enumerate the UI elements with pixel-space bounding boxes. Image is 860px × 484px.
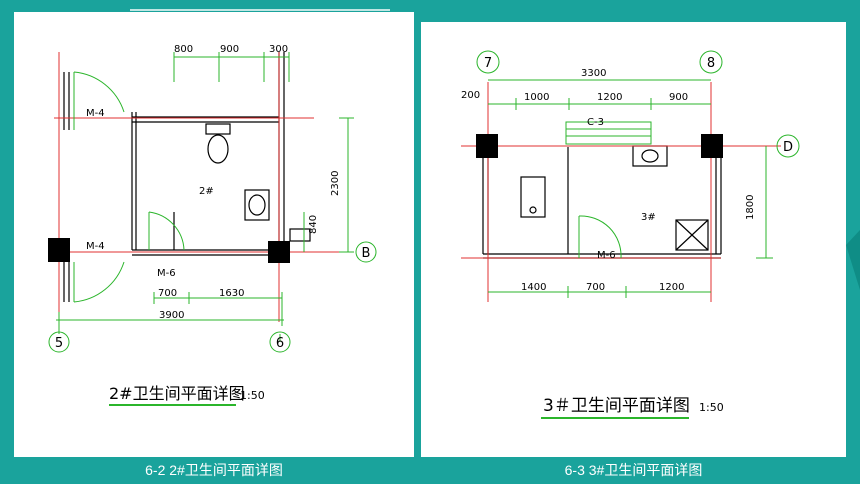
right-plan-title: 3＃卫生间平面详图 (543, 396, 690, 416)
left-plan-scale: 1:50 (240, 389, 265, 402)
left-total-dim: 3900 (159, 310, 184, 321)
right-top-dim-3: 1200 (597, 92, 622, 103)
left-right-dim: 2300 (330, 171, 341, 196)
right-top-dim-2: 1000 (524, 92, 549, 103)
right-bottom-dim-1: 1400 (521, 282, 546, 293)
right-bottom-dim-2: 700 (586, 282, 605, 293)
left-plan-panel: 800 900 300 M-4 M-4 M-6 700 1630 3900 2#… (14, 12, 414, 457)
right-caption: 6-3 3#卫生间平面详图 (564, 462, 703, 478)
right-plan-panel: 3300 200 1000 1200 900 C-3 M-6 3# 1400 7… (421, 22, 846, 457)
left-small-dim: 840 (308, 215, 319, 234)
left-floor-plan: 800 900 300 M-4 M-4 M-6 700 1630 3900 2#… (48, 44, 377, 406)
right-top-dim-1: 200 (461, 90, 480, 101)
left-door-upper-label: M-4 (86, 108, 105, 119)
right-floor-plan: 3300 200 1000 1200 900 C-3 M-6 3# 1400 7… (461, 50, 800, 419)
right-room-label: 3# (641, 212, 656, 223)
left-caption: 6-2 2#卫生间平面详图 (145, 462, 283, 478)
right-side-dim: 1800 (745, 195, 756, 220)
right-bottom-dim-3: 1200 (659, 282, 684, 293)
left-door-lower-label: M-4 (86, 241, 105, 252)
left-axis-b: B (362, 246, 371, 261)
left-room-label: 2# (199, 186, 214, 197)
right-total-dim: 3300 (581, 68, 606, 79)
right-top-dim-4: 900 (669, 92, 688, 103)
right-door-label: M-6 (597, 250, 616, 261)
right-plan-scale: 1:50 (699, 401, 724, 414)
right-axis-7: 7 (484, 56, 492, 71)
left-plan-title: 2#卫生间平面详图 (109, 384, 245, 403)
left-bottom-dim-2: 1630 (219, 288, 244, 299)
left-top-dim-3: 300 (269, 44, 288, 55)
right-axis-d: D (783, 140, 793, 155)
left-door-inner-label: M-6 (157, 268, 176, 279)
left-axis-5: 5 (55, 336, 63, 351)
left-bottom-dim-1: 700 (158, 288, 177, 299)
right-window-label: C-3 (587, 117, 604, 128)
left-axis-6: 6 (276, 336, 284, 351)
left-top-dim-2: 900 (220, 44, 239, 55)
right-axis-8: 8 (707, 56, 715, 71)
left-top-dim-1: 800 (174, 44, 193, 55)
